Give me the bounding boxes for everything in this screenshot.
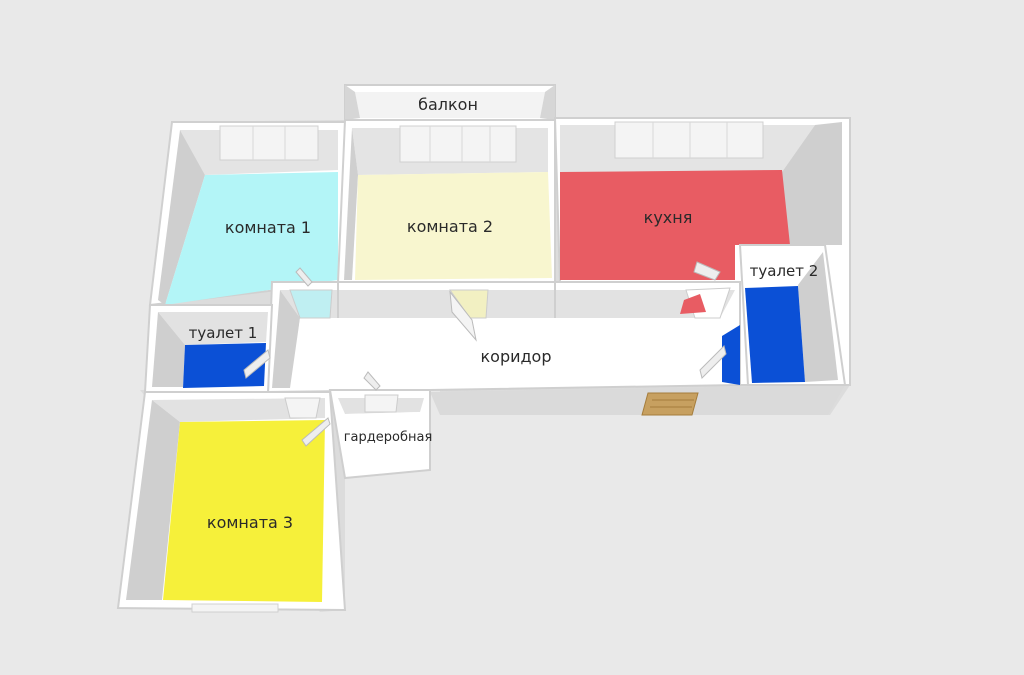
wc-1-label: туалет 1 <box>189 324 258 342</box>
room-3: комната 3 <box>116 391 347 613</box>
door-icon <box>284 397 321 419</box>
window-icon <box>219 125 319 161</box>
kitchen-label: кухня <box>644 208 693 227</box>
corridor-floor <box>292 318 720 386</box>
corridor-label: коридор <box>480 347 551 366</box>
corridor: коридор <box>266 281 741 394</box>
window-icon <box>614 121 764 159</box>
wardrobe: гардеробная <box>328 389 433 480</box>
room-2-label: комната 2 <box>407 217 493 236</box>
wc-2: туалет 2 <box>738 244 847 386</box>
room-3-label: комната 3 <box>207 513 293 532</box>
wc-2-label: туалет 2 <box>750 262 819 280</box>
window-icon <box>399 125 517 163</box>
outer-wall-bottom <box>430 385 845 415</box>
wardrobe-label: гардеробная <box>344 430 433 445</box>
wc-2-floor <box>745 286 805 383</box>
door-icon <box>722 325 740 385</box>
door-icon <box>363 371 381 391</box>
kitchen-floor <box>560 170 790 280</box>
door-icon <box>295 267 313 287</box>
door-icon <box>693 261 721 281</box>
room-1-label: комната 1 <box>225 218 311 237</box>
door-icon <box>289 289 333 319</box>
wardrobe-floor <box>345 412 422 460</box>
room-1: комната 1 <box>148 121 346 307</box>
window-icon <box>191 603 279 613</box>
door-icon <box>243 349 271 379</box>
room-3-floor <box>163 420 325 602</box>
balcony: балкон <box>344 84 556 121</box>
door-icon <box>699 345 727 379</box>
door-icon <box>449 290 477 342</box>
door-icon <box>680 294 706 314</box>
room-2: комната 2 <box>336 119 556 283</box>
wc-1: туалет 1 <box>143 304 274 393</box>
balcony-label: балкон <box>418 95 478 114</box>
door-icon <box>364 394 399 413</box>
kitchen: кухня <box>553 117 851 386</box>
door-icon <box>301 417 331 447</box>
entrance-mat-icon <box>641 392 699 416</box>
room-1-floor <box>165 172 338 305</box>
room-2-floor <box>355 172 552 280</box>
